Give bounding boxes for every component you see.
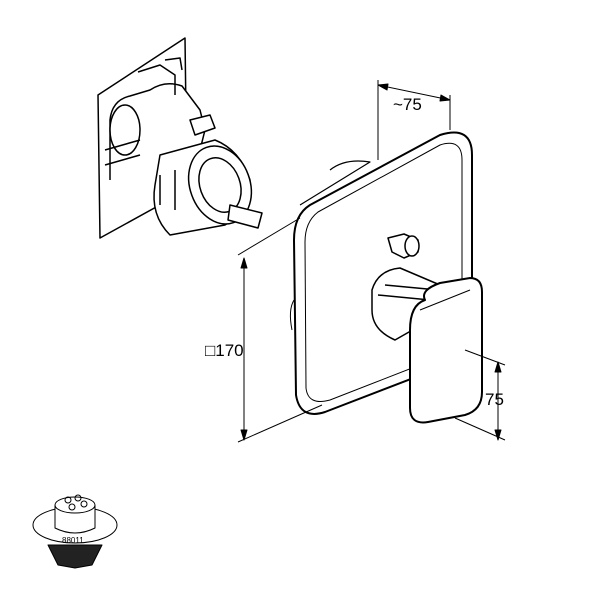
dimension-lines bbox=[237, 80, 506, 443]
handle-height-dimension-label: 75 bbox=[485, 390, 504, 409]
lever-handle bbox=[371, 267, 483, 424]
rough-in-valve-body bbox=[97, 37, 263, 239]
part-88011-thumbnail bbox=[32, 494, 118, 569]
diverter-knob bbox=[387, 233, 420, 259]
depth-dimension-label: ~75 bbox=[393, 95, 422, 114]
part-number-label: 88011 bbox=[62, 536, 84, 545]
square-size-dimension-label: □170 bbox=[205, 341, 244, 360]
